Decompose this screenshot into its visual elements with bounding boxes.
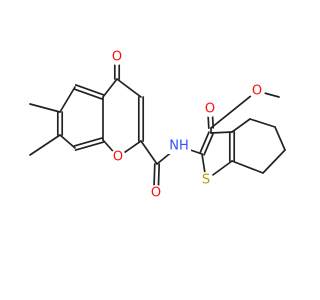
atom-label-o-amide: O xyxy=(151,186,161,201)
bonds xyxy=(29,56,286,194)
single-bond xyxy=(59,86,76,113)
single-bond xyxy=(102,78,118,98)
single-bond xyxy=(140,140,158,165)
atom-label-o-ring: O xyxy=(113,150,123,165)
atom-label-s: S xyxy=(202,173,210,188)
single-bond xyxy=(29,134,61,156)
single-bond xyxy=(210,131,233,134)
atom-labels: O O O NH O O S xyxy=(109,49,265,201)
single-bond xyxy=(210,90,258,129)
single-bond xyxy=(249,118,276,128)
single-bond xyxy=(29,103,61,113)
atom-o-ring: O xyxy=(110,149,126,165)
double-bond-line xyxy=(73,88,104,100)
single-bond xyxy=(231,160,264,174)
double-bond-line xyxy=(74,141,105,151)
single-bond xyxy=(274,126,286,151)
double-bond-line xyxy=(199,131,210,154)
double-bond-line xyxy=(203,133,214,156)
atom-label-o-ketone: O xyxy=(112,50,122,65)
single-bond xyxy=(231,118,251,133)
atom-o-ester-carbonyl: O xyxy=(202,101,218,117)
atom-label-o-ester: O xyxy=(252,84,262,99)
single-bond xyxy=(59,134,76,149)
atom-nh: NH xyxy=(167,138,191,154)
molecule-diagram: O O O NH O O S xyxy=(29,49,286,201)
double-bond-line xyxy=(74,84,105,96)
atom-o-ester: O xyxy=(249,83,265,99)
single-bond xyxy=(262,149,286,174)
atom-label-nh: NH xyxy=(169,139,189,154)
double-bond-line xyxy=(73,137,104,147)
atom-label-o-ester-carbonyl: O xyxy=(205,102,215,117)
atom-o-ketone: O xyxy=(109,49,125,65)
atom-o-amide: O xyxy=(148,185,164,201)
single-bond xyxy=(116,78,142,98)
atom-s: S xyxy=(198,172,214,188)
